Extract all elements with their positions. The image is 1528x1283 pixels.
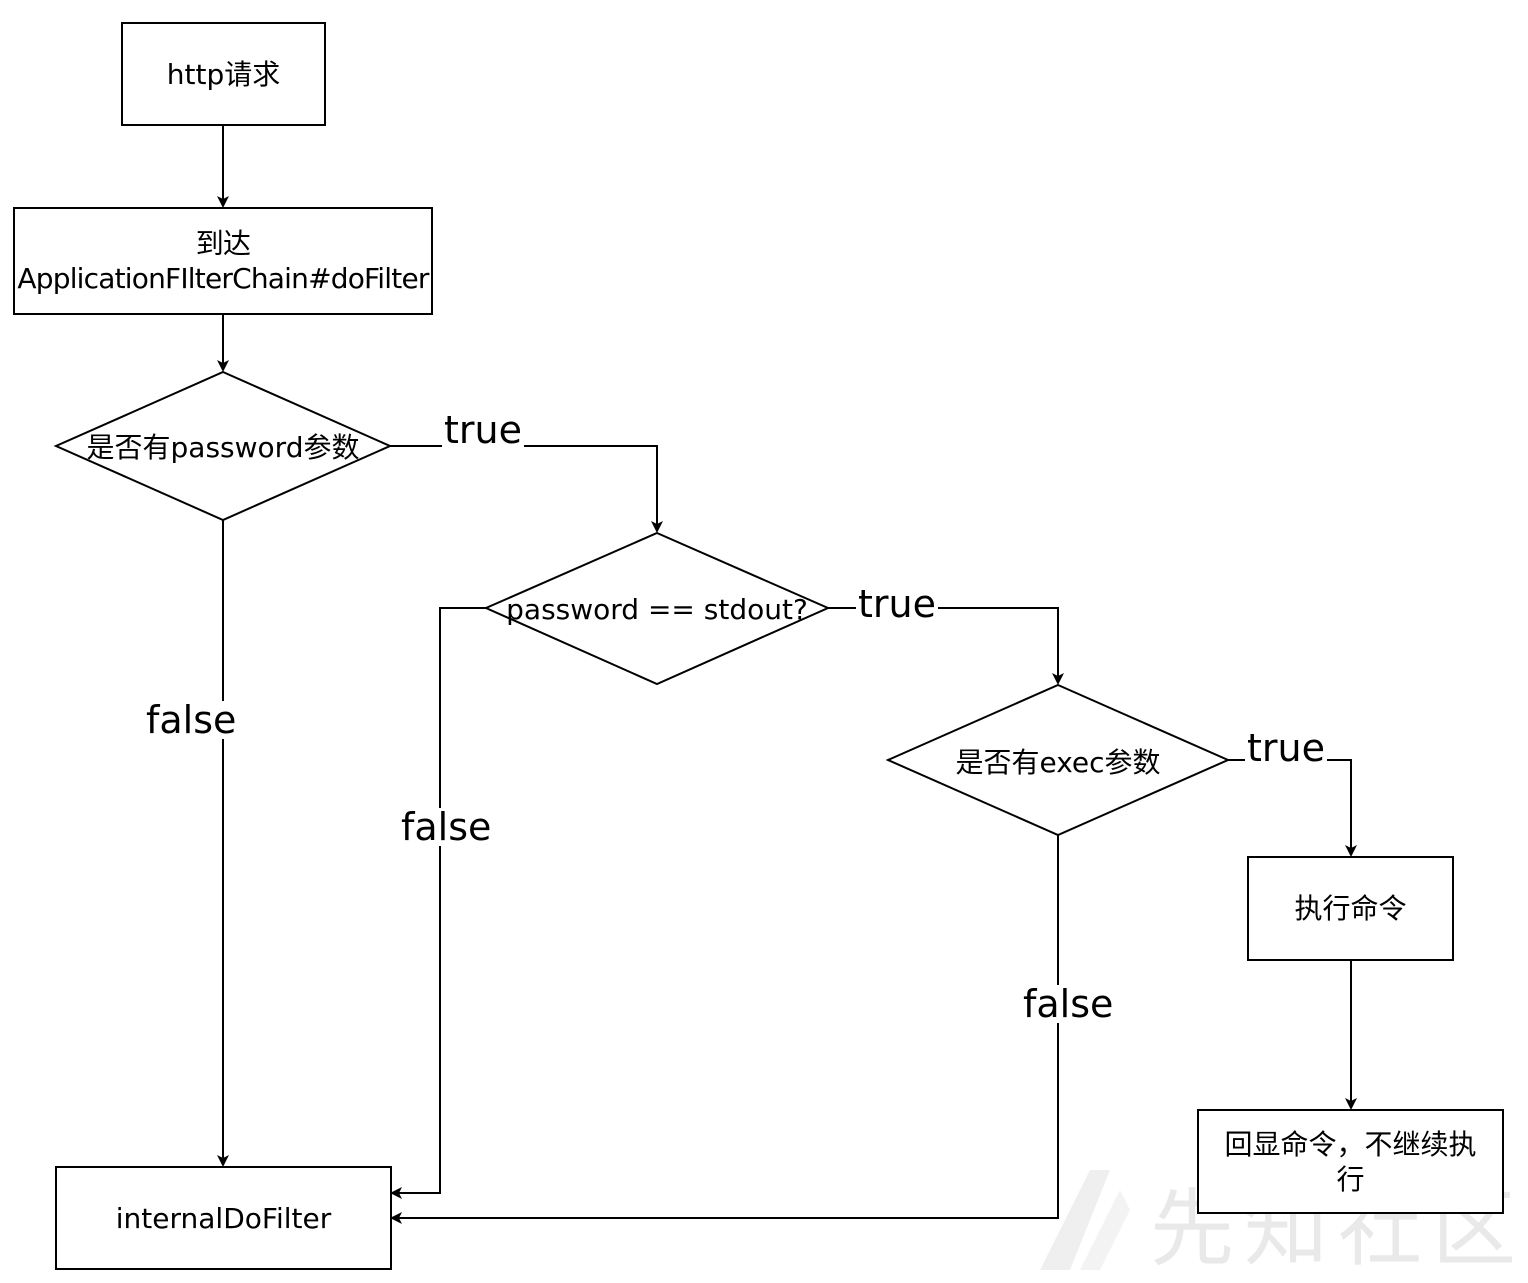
edge-label-check-true: true [856,582,938,626]
edge-label-exec-false: false [1021,982,1116,1026]
node-internal-do-filter: internalDoFilter [55,1166,392,1270]
edge-label-password-true: true [442,408,524,452]
node-reach-line1: 到达 [195,227,251,260]
label-password-check: password == stdout? [506,592,808,626]
edge-label-check-false: false [399,805,494,849]
diamond-password-check [483,531,831,686]
node-echo-command: 回显命令，不继续执 行 [1197,1109,1504,1214]
edge-exec-true [1228,759,1357,857]
node-reach-line2: ApplicationFIlterChain#doFilter [17,262,429,295]
edge-password-true [390,445,663,533]
node-echo-line2: 行 [1336,1162,1365,1196]
node-execute-command: 执行命令 [1247,856,1454,961]
node-http-request: http请求 [121,22,326,126]
label-has-password: 是否有password参数 [86,431,360,464]
edge-label-exec-true: true [1245,726,1327,770]
edge-label-password-false: false [144,698,239,742]
node-http-request-label: http请求 [166,57,281,91]
node-reach-filter-chain: 到达 ApplicationFIlterChain#doFilter [13,207,433,315]
label-has-exec: 是否有exec参数 [955,746,1161,779]
edge-check-false [390,607,486,1199]
node-echo-line1: 回显命令，不继续执 [1224,1127,1477,1161]
node-execute-command-label: 执行命令 [1294,892,1407,925]
node-internal-label: internalDoFilter [115,1201,332,1235]
edge-exec-false [390,835,1059,1224]
watermark-logo-icon [1040,1170,1130,1270]
